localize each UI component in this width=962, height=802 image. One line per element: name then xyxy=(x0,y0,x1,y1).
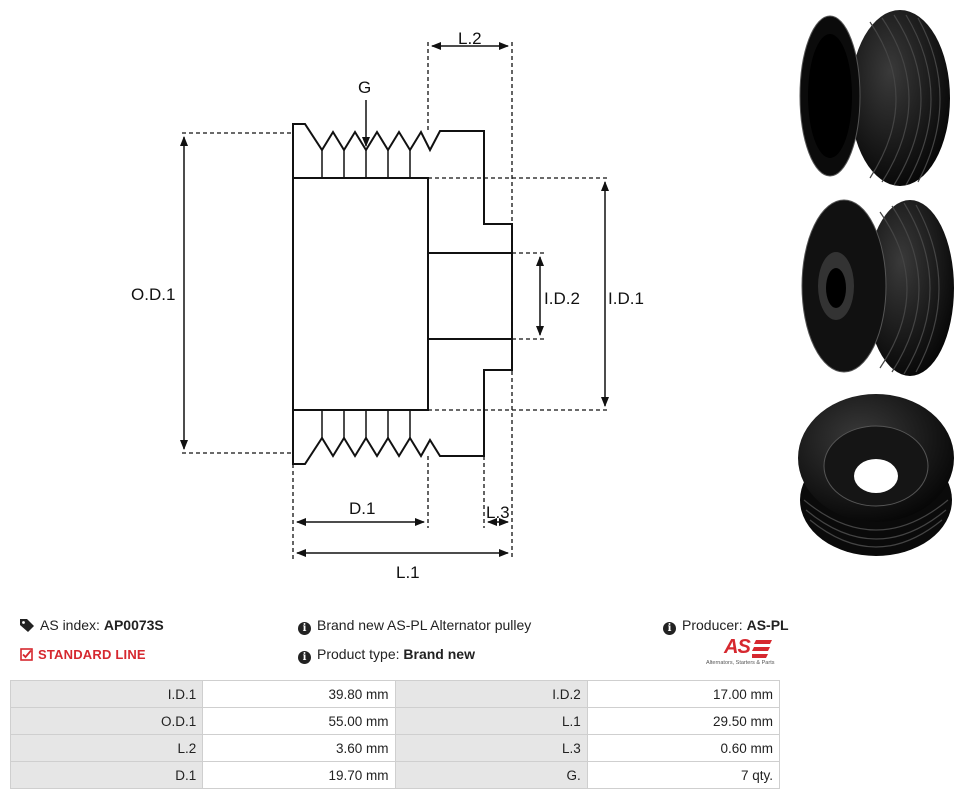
bore-id2 xyxy=(427,252,513,340)
spec-label: L.2 xyxy=(9,734,204,762)
pulley-outline xyxy=(292,123,513,465)
info-icon: i xyxy=(298,622,311,635)
spec-label: D.1 xyxy=(9,761,204,789)
description: i Brand new AS-PL Alternator pulley xyxy=(298,617,531,635)
spec-label: G. xyxy=(394,761,588,789)
spec-value: 39.80 mm xyxy=(202,680,396,708)
spec-value: 55.00 mm xyxy=(202,707,396,735)
logo-stripes-icon xyxy=(752,640,772,658)
product-photos xyxy=(798,10,954,556)
as-index-label: AS index: xyxy=(40,617,100,633)
label-l1: L.1 xyxy=(396,563,420,582)
spec-label: L.1 xyxy=(394,707,588,735)
spec-value: 17.00 mm xyxy=(586,680,781,708)
label-od1: O.D.1 xyxy=(131,285,175,304)
label-g: G xyxy=(358,78,371,97)
spec-label: I.D.2 xyxy=(394,680,588,708)
pulley-photo-back xyxy=(798,394,954,556)
label-id2: I.D.2 xyxy=(544,289,580,308)
producer-label: Producer: xyxy=(682,617,743,633)
table-row: O.D.1 55.00 mm L.1 29.50 mm xyxy=(9,707,781,735)
table-row: I.D.1 39.80 mm I.D.2 17.00 mm xyxy=(9,680,781,708)
label-d1: D.1 xyxy=(349,499,375,518)
producer: i Producer: AS-PL xyxy=(663,617,789,635)
spec-value: 7 qty. xyxy=(586,761,781,789)
info-icon: i xyxy=(298,651,311,664)
product-type-value: Brand new xyxy=(403,646,475,662)
logo-mark: AS xyxy=(724,636,751,658)
description-text: Brand new AS-PL Alternator pulley xyxy=(317,617,532,633)
pulley-hub-body xyxy=(292,177,429,411)
standard-line-badge: STANDARD LINE xyxy=(20,646,146,662)
specs-table: I.D.1 39.80 mm I.D.2 17.00 mm O.D.1 55.0… xyxy=(9,680,781,789)
label-id1: I.D.1 xyxy=(608,289,644,308)
producer-value: AS-PL xyxy=(746,617,789,633)
table-row: D.1 19.70 mm G. 7 qty. xyxy=(9,761,781,789)
spec-value: 19.70 mm xyxy=(202,761,396,789)
spec-value: 0.60 mm xyxy=(586,734,781,762)
pulley-photo-side xyxy=(799,10,950,186)
as-pl-logo: AS Alternators, Starters & Parts xyxy=(700,636,784,672)
as-index-value: AP0073S xyxy=(103,617,164,633)
product-type-label: Product type: xyxy=(317,646,400,662)
label-l2: L.2 xyxy=(458,29,482,48)
pulley-photo-front xyxy=(801,199,954,376)
spec-label: O.D.1 xyxy=(9,707,204,735)
tag-icon xyxy=(20,619,34,632)
info-icon: i xyxy=(663,622,676,635)
spec-value: 29.50 mm xyxy=(586,707,781,735)
table-row: L.2 3.60 mm L.3 0.60 mm xyxy=(9,734,781,762)
standard-line-text: STANDARD LINE xyxy=(38,647,146,662)
product-type: i Product type: Brand new xyxy=(298,646,475,664)
spec-label: L.3 xyxy=(394,734,588,762)
spec-value: 3.60 mm xyxy=(202,734,396,762)
as-index: AS index: AP0073S xyxy=(20,617,164,633)
checkbox-checked-icon xyxy=(20,648,33,661)
logo-tagline: Alternators, Starters & Parts xyxy=(706,660,775,666)
spec-label: I.D.1 xyxy=(9,680,204,708)
label-l3: L.3 xyxy=(486,503,510,522)
pulley-dimension-drawing: G L.2 O.D.1 I.D.1 I.D.2 D.1 L.3 L.1 xyxy=(131,29,644,582)
